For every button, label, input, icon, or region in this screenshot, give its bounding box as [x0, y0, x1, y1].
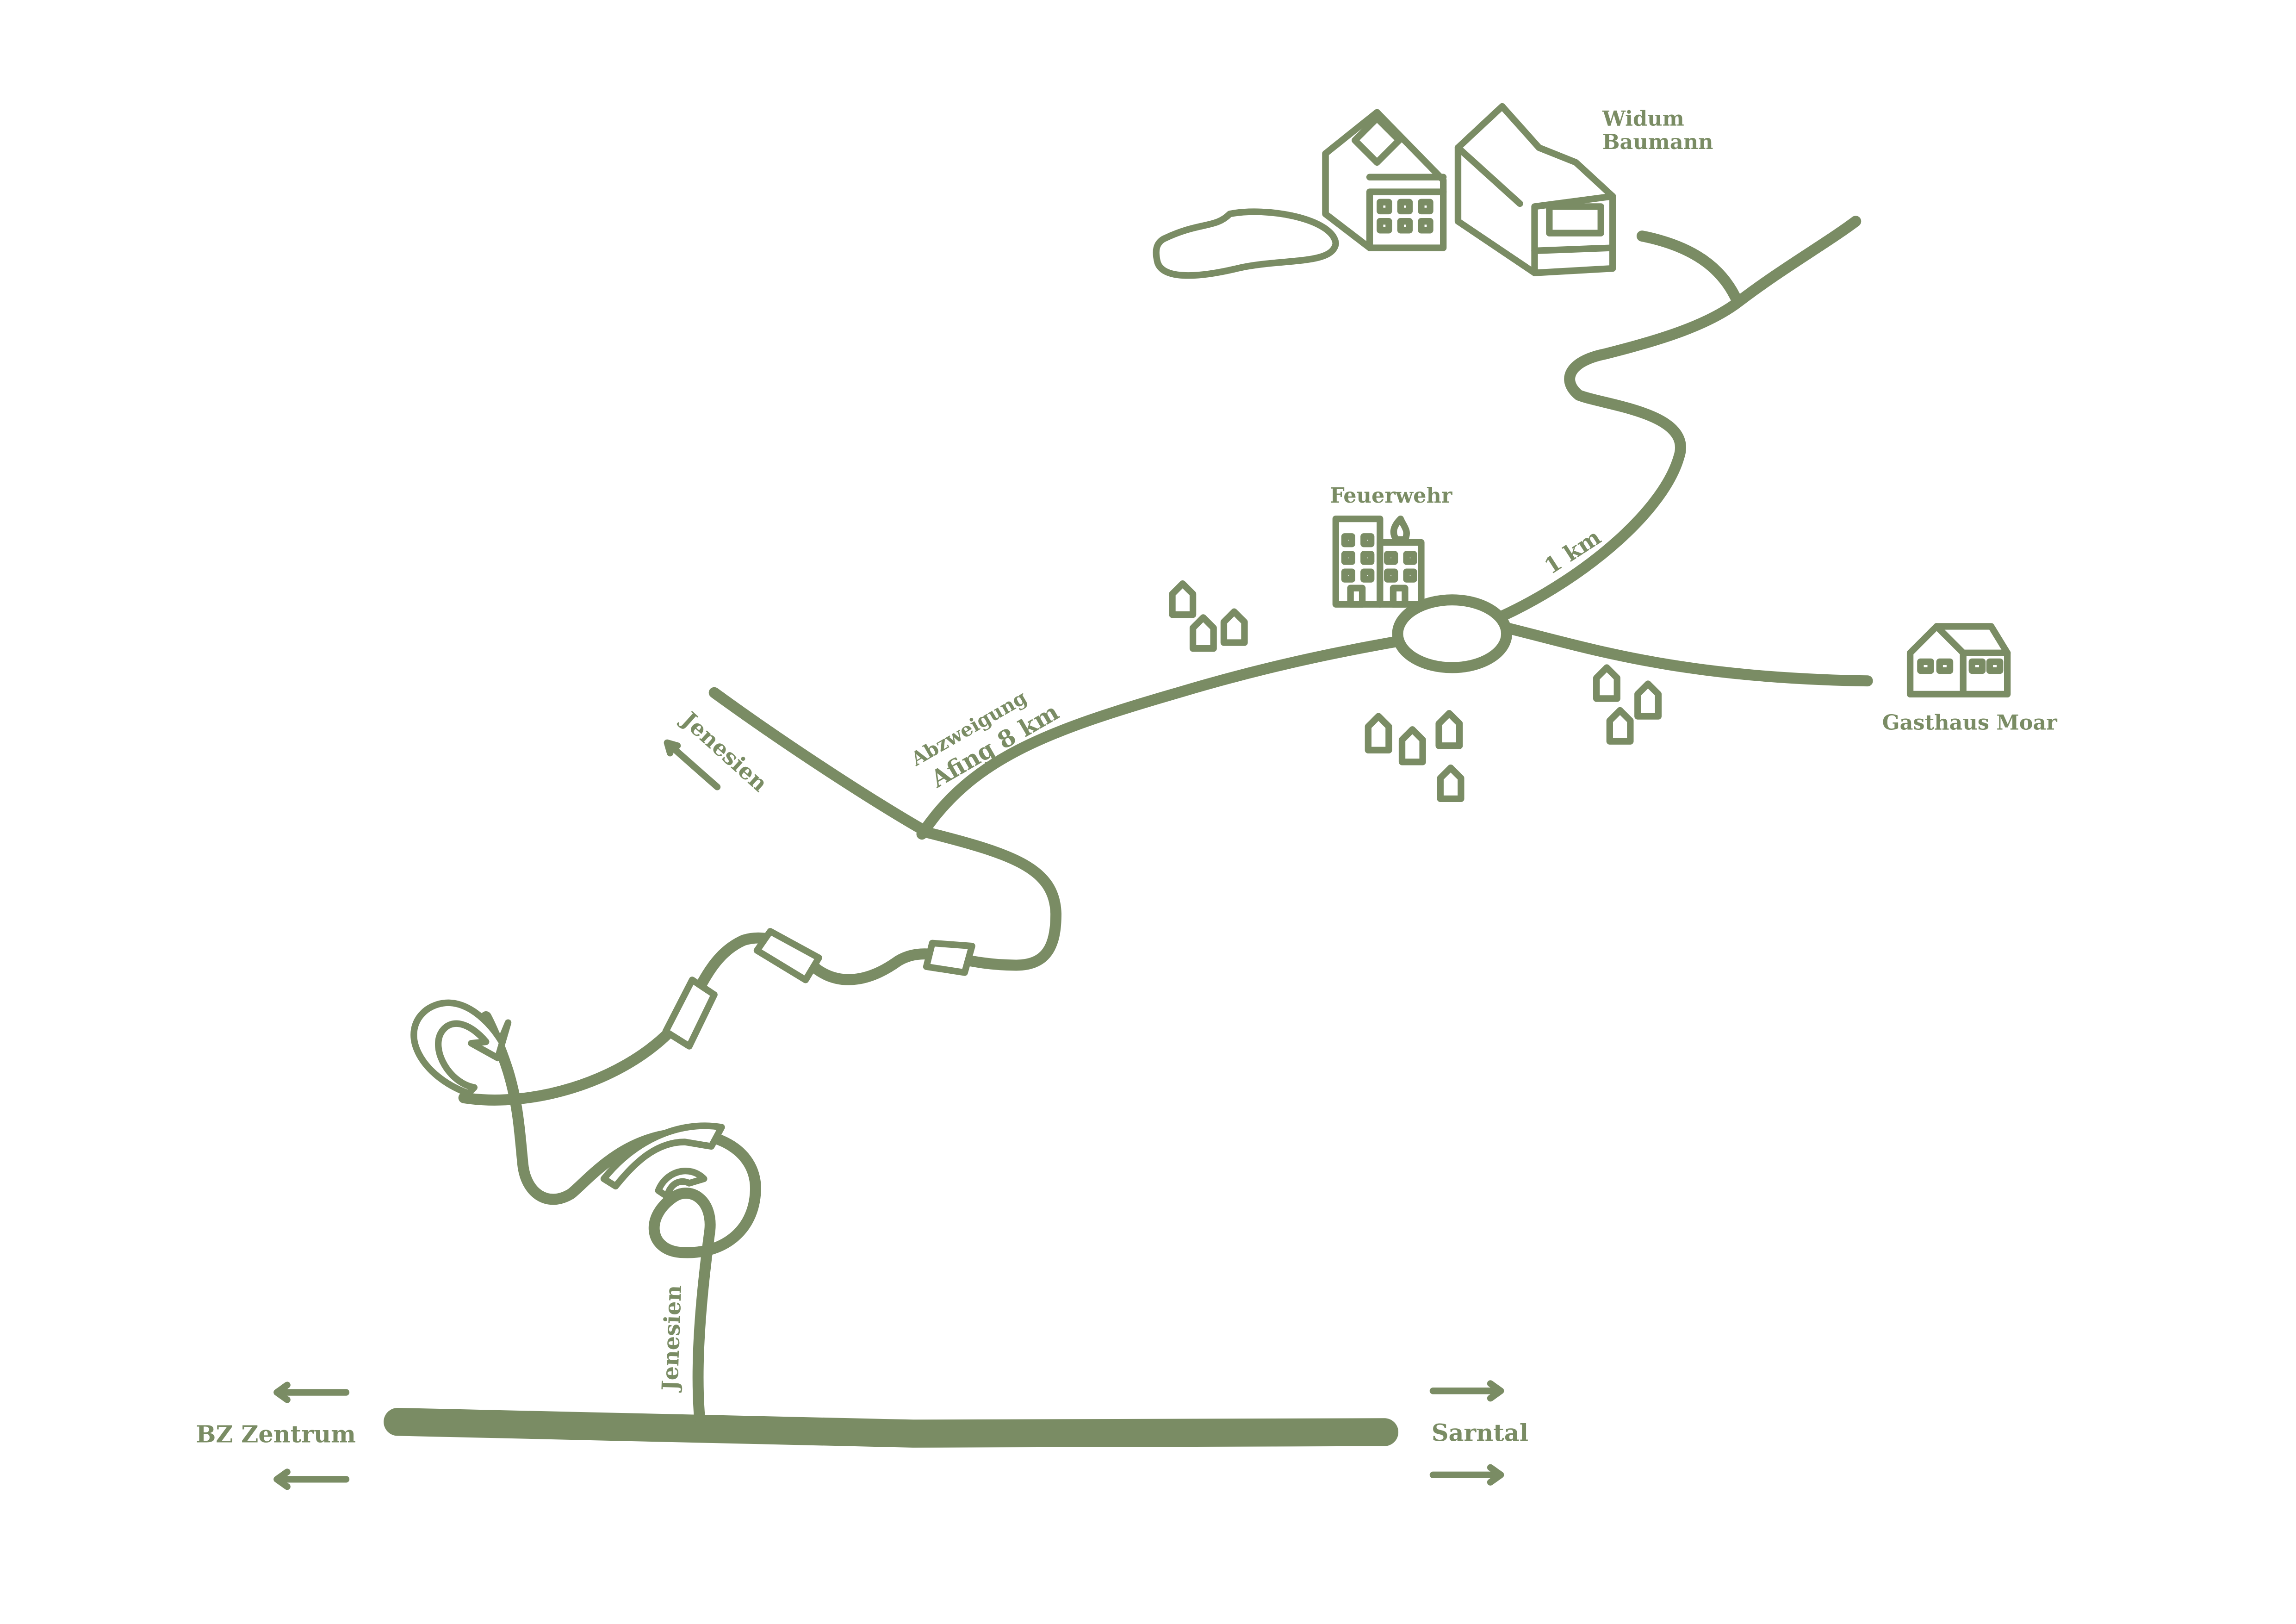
feuerwehr-label: Feuerwehr: [1330, 483, 1452, 508]
gasthaus-label: Gasthaus Moar: [1882, 710, 2058, 734]
bz-zentrum-label: BZ Zentrum: [196, 1421, 356, 1449]
widum-road: [1496, 216, 1862, 622]
house-icon: [1169, 580, 1662, 803]
hairpin-curve-lower: [655, 1168, 707, 1200]
arrow-left-icon: [273, 1381, 350, 1403]
hairpin-curve-upper: [410, 999, 512, 1097]
house-icon: [1906, 623, 2011, 698]
tunnel-icon: [662, 928, 975, 1050]
abzweigung-label: Abzweigung Afing 8 km: [905, 672, 1063, 797]
widum-label: Widum Baumann: [1602, 106, 1713, 154]
roundabout: [1392, 594, 1512, 673]
gasthaus-road: [1501, 622, 1873, 687]
arrow-left-icon: [273, 1468, 350, 1490]
sarntal-label: Sarntal: [1432, 1419, 1528, 1447]
arrow-right-icon: [1429, 1464, 1504, 1486]
main-road: [384, 1407, 1399, 1448]
afing-road: [916, 635, 1405, 840]
arrow-right-icon: [1429, 1380, 1504, 1402]
serpentine-road: [458, 687, 1062, 1423]
hairpin-curve-middle: [600, 1122, 725, 1190]
arrow-left-icon: [664, 739, 721, 790]
building-icon: [1153, 103, 1616, 279]
jenesien-lower-label: Jenesien: [657, 1285, 687, 1393]
fire-station-icon: [1332, 515, 1425, 608]
pond-icon: [1153, 208, 1339, 279]
